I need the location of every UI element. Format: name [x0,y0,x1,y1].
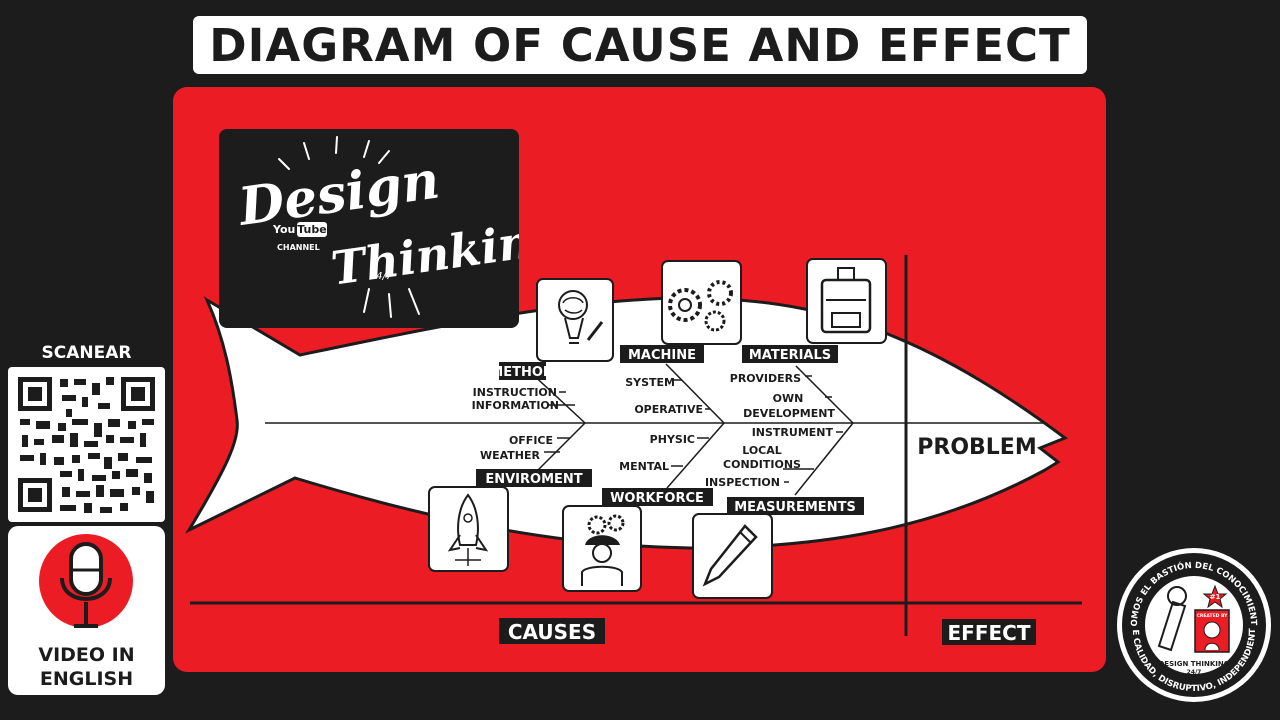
cause-item: OWN [773,392,804,405]
video-label-line1: VIDEO IN [38,644,135,666]
cause-item: INFORMATION [472,399,559,412]
cause-item: CONDITIONS [723,458,801,471]
cause-item: MENTAL [619,460,669,473]
cause-item: INSPECTION [705,476,780,489]
cause-item: DEVELOPMENT [743,407,835,420]
problem-label: PROBLEM [917,435,1036,460]
cause-item: OPERATIVE [634,403,703,416]
qr-code-graphic [18,377,155,513]
qr-title: SCANEAR [41,343,132,363]
seal-badge-number: #1 [1210,593,1221,601]
video-english-card[interactable]: VIDEO IN ENGLISH [8,526,165,695]
qr-code[interactable] [8,367,165,522]
cause-item: OFFICE [509,434,553,447]
video-label-line2: ENGLISH [39,668,134,690]
category-label-enviroment: ENVIROMENT [485,472,582,487]
worker-icon [562,505,642,592]
category-label-materials: MATERIALS [749,348,831,363]
cause-item: SYSTEM [625,376,675,389]
cause-item: PROVIDERS [730,372,801,385]
backpack-icon [806,258,887,344]
pencil-icon [692,513,773,599]
causes-label: CAUSES [508,620,596,644]
category-label-method: METHOD [490,365,554,380]
microphone-icon [39,534,133,628]
page-title: DIAGRAM OF CAUSE AND EFFECT [209,18,1071,72]
title-banner: DIAGRAM OF CAUSE AND EFFECT [193,16,1087,74]
channel-logo-card[interactable]: Design Thinking You Tube CHANNEL 24/7 [219,129,567,328]
logo-youtube-you: You [272,223,295,236]
category-label-workforce: WORKFORCE [610,491,704,506]
star-badge-icon [1202,584,1228,609]
seal-brand-line1: DESIGN THINKING [1158,660,1229,668]
seal-brand-line2: 24/7 [1187,669,1202,676]
pencil-mascot-icon [1157,586,1187,652]
brain-bulb-icon [536,278,614,362]
logo-word-thinking: Thinking [328,210,519,296]
cause-item: INSTRUMENT [752,426,834,439]
cause-item: LOCAL [742,444,782,457]
branch-lines [527,363,855,496]
cause-item: INSTRUCTION [473,386,557,399]
effect-label: EFFECT [948,621,1031,645]
rocket-icon [428,486,509,572]
logo-word-design: Design [233,149,443,238]
logo-tag: 24/7 [370,271,393,282]
cause-item: PHYSIC [650,433,695,446]
category-label-machine: MACHINE [628,348,696,363]
qr-section: SCANEAR [8,343,165,522]
cause-item: WEATHER [480,449,541,462]
design-thinking-logo: Design Thinking You Tube CHANNEL 24/7 [233,136,567,318]
logo-channel-label: CHANNEL [277,243,320,252]
seal-created-by: CREATED BY [1197,613,1229,619]
gears-icon [661,260,742,345]
seal-badge: SOMOS EL BASTIÓN DEL CONOCIMIENTO DE CAL… [1115,546,1271,702]
logo-youtube-tube: Tube [297,223,326,236]
category-label-measurements: MEASUREMENTS [734,500,856,515]
